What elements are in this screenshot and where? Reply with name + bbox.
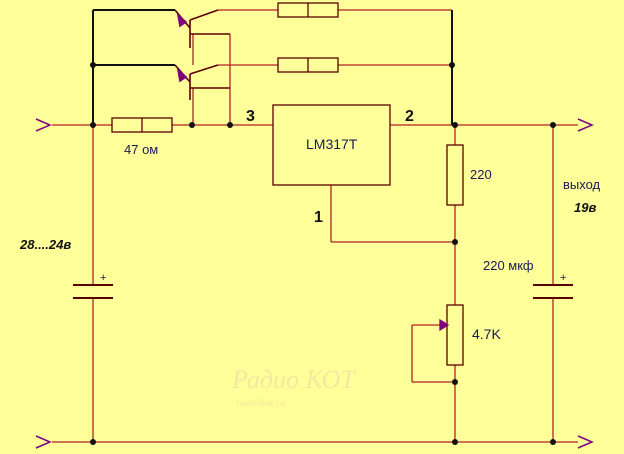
pin-adj-label: 1 [314, 209, 323, 226]
terminal-arrows [35, 118, 594, 449]
transistor-q1 [174, 9, 230, 48]
watermark-url: radiokot.ru [236, 397, 286, 409]
cap-out-label: 220 мкф [483, 258, 534, 273]
resistor-47-ohm [111, 117, 173, 133]
cap-input-plus: + [100, 272, 106, 284]
transistor-q2 [174, 64, 230, 100]
output-label: выход [563, 177, 601, 192]
cap-output-plus: + [560, 272, 566, 284]
r-top-label: 220 [470, 167, 492, 182]
lm317t-chip [272, 104, 391, 186]
ic-label: LM317T [306, 136, 358, 152]
r-in-label: 47 ом [124, 142, 158, 157]
pin-out-label: 2 [405, 108, 414, 125]
resistor-r2 [277, 57, 339, 73]
resistor-r1 [277, 2, 339, 18]
capacitor-input [73, 284, 113, 299]
junction-dots [90, 62, 556, 445]
input-voltage-label: 28....24в [19, 237, 71, 252]
pin-in-label: 3 [246, 108, 255, 125]
pot-label: 4.7K [472, 326, 501, 342]
capacitor-output [533, 284, 573, 299]
resistor-220 [446, 144, 464, 206]
output-voltage-label: 19в [574, 200, 596, 215]
watermark-title: Радио КОТ [231, 365, 356, 394]
potentiometer-4-7k [439, 304, 464, 366]
